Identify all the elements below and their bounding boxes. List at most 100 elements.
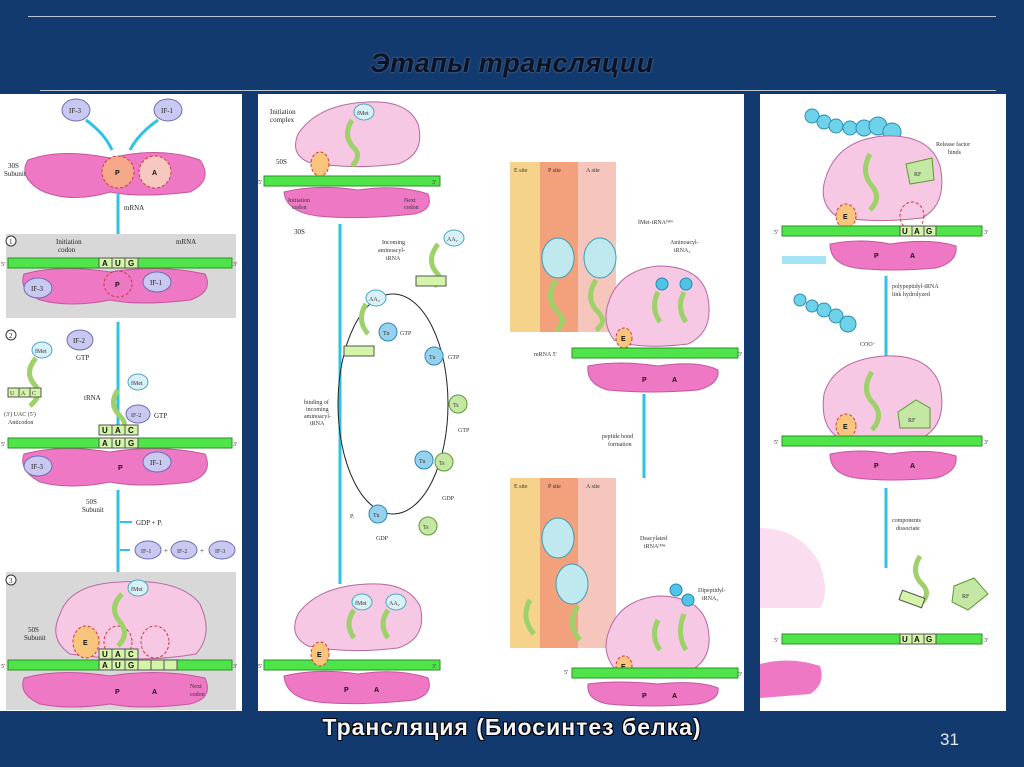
- svg-text:E: E: [843, 214, 848, 221]
- svg-text:IF-1: IF-1: [150, 459, 163, 467]
- svg-text:IF-1: IF-1: [141, 549, 151, 555]
- fmet-bead-init: [353, 103, 375, 121]
- 50s-initiation: [295, 101, 421, 168]
- e-site-column-top: [510, 162, 540, 332]
- 30s-site-top: [587, 362, 719, 393]
- svg-text:A: A: [115, 650, 121, 659]
- svg-text:Tu: Tu: [373, 513, 379, 519]
- if2-bound: [125, 404, 151, 424]
- svg-text:3': 3': [738, 352, 742, 358]
- svg-text:fMet: fMet: [355, 600, 367, 607]
- svg-text:G: G: [128, 661, 134, 670]
- panel-elongation: Initiation complex 50S fMet 5' 3' Initia…: [258, 94, 744, 711]
- ef-tu-cycle: [337, 293, 449, 515]
- step1-badge: [5, 235, 17, 247]
- mrna-strand-site-bottom: [571, 667, 739, 679]
- svg-text:3': 3': [738, 672, 742, 678]
- svg-text:U: U: [115, 439, 121, 448]
- svg-text:AA₂: AA₂: [369, 297, 380, 303]
- svg-text:P: P: [642, 693, 647, 700]
- uac-anticodon-label: (3') UAC (5'): [4, 411, 36, 418]
- svg-text:3': 3': [233, 442, 237, 448]
- svg-text:A: A: [152, 689, 157, 696]
- dissociate-label: components: [892, 518, 922, 524]
- step2-badge: [5, 329, 17, 341]
- svg-text:50S: 50S: [276, 158, 287, 166]
- released-if3: [208, 540, 236, 560]
- ef-ts-3: [418, 516, 438, 536]
- trna-label: tRNA: [84, 394, 101, 402]
- e-site-step3: [72, 625, 100, 659]
- a-site: [138, 155, 172, 189]
- svg-text:+: +: [164, 547, 168, 555]
- ef-tu-3: [414, 450, 434, 470]
- svg-text:RF: RF: [908, 418, 916, 424]
- svg-text:G: G: [926, 635, 932, 644]
- gtp-label: GTP: [76, 354, 89, 362]
- mrna-strand-bottom: [263, 659, 441, 671]
- svg-text:U: U: [902, 635, 908, 644]
- ef-ts-2: [434, 452, 454, 472]
- svg-text:GTP: GTP: [458, 428, 470, 434]
- polypeptide-bead: [804, 108, 820, 124]
- fmet-bead-bound: [127, 373, 149, 391]
- svg-text:C: C: [32, 391, 36, 397]
- p-site: [101, 155, 135, 189]
- svg-text:3': 3': [984, 230, 988, 236]
- svg-text:Tu: Tu: [419, 459, 425, 465]
- svg-text:dissociate: dissociate: [896, 526, 920, 532]
- p-site-label-step1: P: [115, 282, 120, 289]
- three-prime-1: 3': [233, 262, 237, 268]
- svg-text:complex: complex: [270, 116, 295, 124]
- svg-text:codon: codon: [190, 692, 205, 698]
- svg-text:P: P: [118, 465, 123, 472]
- svg-text:G: G: [926, 227, 932, 236]
- svg-text:A site: A site: [586, 484, 600, 490]
- svg-text:P: P: [344, 687, 349, 694]
- aminoacyl-trna-label: Aminoacyl-: [670, 240, 699, 246]
- mrna-strand-init: [263, 175, 441, 187]
- release-factor-bound: [897, 399, 931, 429]
- svg-text:AA₂: AA₂: [447, 237, 458, 243]
- svg-text:3': 3': [432, 664, 436, 670]
- mrna5-label: mRNA 5': [534, 352, 557, 358]
- step1-number: 1: [9, 238, 13, 246]
- svg-text:tRNA₂: tRNA₂: [702, 596, 718, 602]
- footer-bar: [0, 712, 1024, 767]
- fmet-bead: [31, 341, 53, 359]
- mrna-strand-hydrolysis: [781, 435, 983, 447]
- 30s-subunit-step3: [22, 671, 208, 708]
- svg-text:Pᵢ: Pᵢ: [350, 514, 354, 520]
- a-site-label: A: [152, 170, 157, 177]
- five-prime-1: 5': [1, 262, 5, 268]
- release-factor: [905, 157, 935, 185]
- svg-text:U: U: [102, 426, 108, 435]
- svg-text:A site: A site: [586, 168, 600, 174]
- svg-text:P: P: [874, 463, 879, 470]
- svg-text:formation: formation: [608, 441, 632, 448]
- p-site-label: P: [115, 170, 120, 177]
- svg-text:E site: E site: [514, 168, 528, 174]
- mrna-arrow-label: mRNA: [124, 204, 144, 212]
- 30s-site-bottom: [587, 681, 719, 707]
- svg-text:5': 5': [1, 442, 5, 448]
- svg-text:codon: codon: [404, 205, 419, 211]
- svg-text:A: A: [910, 463, 915, 470]
- svg-text:IF-3: IF-3: [215, 549, 225, 555]
- panel-initiation: IF-3 IF-1 P A 30S Subunit mRNA 1 Initiat…: [0, 94, 242, 711]
- svg-text:RF: RF: [914, 172, 922, 178]
- svg-text:AA₂: AA₂: [389, 601, 400, 607]
- if1-factor: [153, 98, 183, 122]
- 30s-hydrolysis: [829, 450, 957, 481]
- svg-text:P: P: [642, 377, 647, 384]
- incoming-trna-label: Incoming: [382, 240, 405, 246]
- codon-g: G: [128, 259, 134, 268]
- if3-bound-label: IF-3: [31, 285, 44, 293]
- fmet-bead-step3: [127, 579, 149, 597]
- svg-text:3': 3': [984, 638, 988, 644]
- 50s-release: [822, 135, 943, 222]
- svg-text:3': 3': [233, 664, 237, 670]
- svg-text:P site: P site: [548, 484, 561, 490]
- svg-text:Tu: Tu: [383, 331, 389, 337]
- if1-bound-step2: [142, 451, 172, 473]
